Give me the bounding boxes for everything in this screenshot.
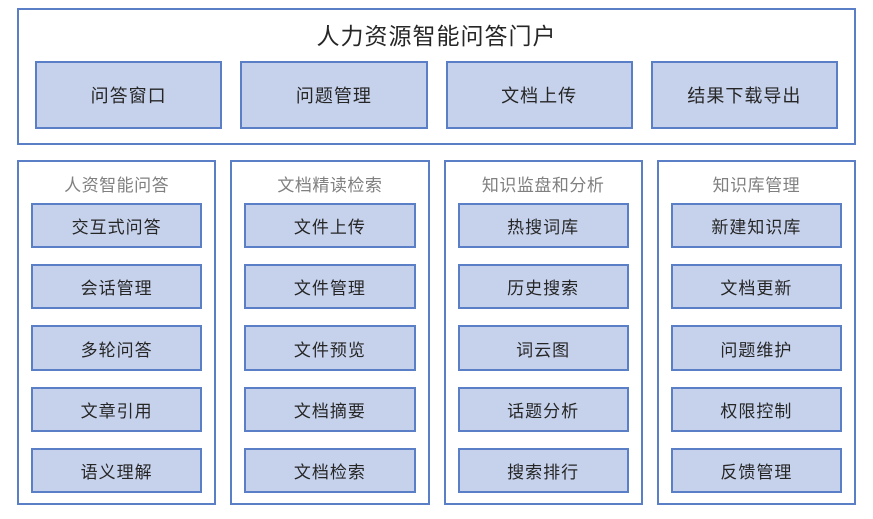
panel-item-label: 交互式问答 [71, 218, 162, 239]
panel-item-file-preview[interactable]: 文件预览 [244, 325, 416, 371]
panel-item-label: 历史搜索 [507, 279, 580, 300]
panel-item-label: 文件预览 [293, 340, 366, 361]
panel-item-label: 新建知识库 [711, 218, 802, 239]
panel-title: 知识监盘和分析 [481, 176, 605, 196]
module-panel-knowledge-monitoring-analysis: 知识监盘和分析 热搜词库 历史搜索 词云图 话题分析 搜索排行 [443, 160, 643, 505]
panel-item-label: 会话管理 [80, 279, 153, 300]
panel-item-label: 搜索排行 [507, 462, 580, 483]
panel-item-session-management[interactable]: 会话管理 [31, 264, 203, 310]
panel-item-search-ranking[interactable]: 搜索排行 [457, 447, 629, 494]
module-panel-knowledge-base-management: 知识库管理 新建知识库 文档更新 问题维护 权限控制 反馈管理 [656, 160, 856, 505]
panel-item-label: 文档更新 [720, 279, 793, 300]
panel-item-label: 文章引用 [80, 401, 153, 422]
nav-button-document-upload[interactable]: 文档上传 [445, 61, 633, 129]
panel-item-list: 文件上传 文件管理 文件预览 文档摘要 文档检索 [244, 203, 416, 494]
panel-item-list: 热搜词库 历史搜索 词云图 话题分析 搜索排行 [457, 203, 629, 494]
panel-item-label: 问题维护 [720, 340, 793, 361]
panel-item-label: 语义理解 [80, 462, 153, 483]
panel-item-label: 话题分析 [507, 401, 580, 422]
panel-item-hot-search-lexicon[interactable]: 热搜词库 [457, 203, 629, 249]
module-panel-document-reading-retrieval: 文档精读检索 文件上传 文件管理 文件预览 文档摘要 文档检索 [230, 160, 430, 505]
panel-title: 文档精读检索 [277, 176, 383, 196]
nav-button-result-download-export[interactable]: 结果下载导出 [650, 61, 838, 129]
panel-item-feedback-management[interactable]: 反馈管理 [670, 447, 842, 494]
panel-item-search-history[interactable]: 历史搜索 [457, 264, 629, 310]
panel-title: 知识库管理 [712, 176, 801, 196]
top-nav-bar: 问答窗口 问题管理 文档上传 结果下载导出 [35, 61, 838, 129]
panel-item-label: 词云图 [516, 340, 571, 361]
page-title: 人力资源智能问答门户 [316, 24, 557, 50]
module-panel-hr-smart-qa: 人资智能问答 交互式问答 会话管理 多轮问答 文章引用 语义理解 [17, 160, 217, 505]
module-columns: 人资智能问答 交互式问答 会话管理 多轮问答 文章引用 语义理解 [17, 160, 856, 505]
panel-item-label: 文档检索 [293, 462, 366, 483]
panel-item-word-cloud[interactable]: 词云图 [457, 325, 629, 371]
panel-item-interactive-qa[interactable]: 交互式问答 [31, 203, 203, 249]
panel-item-create-knowledge-base[interactable]: 新建知识库 [670, 203, 842, 249]
panel-item-file-upload[interactable]: 文件上传 [244, 203, 416, 249]
panel-item-document-retrieval[interactable]: 文档检索 [244, 447, 416, 494]
nav-button-label: 结果下载导出 [687, 86, 802, 108]
nav-button-label: 问答窗口 [90, 86, 167, 108]
panel-item-question-maintenance[interactable]: 问题维护 [670, 325, 842, 371]
nav-button-label: 文档上传 [501, 86, 578, 108]
panel-item-document-summary[interactable]: 文档摘要 [244, 386, 416, 432]
panel-item-multi-turn-qa[interactable]: 多轮问答 [31, 325, 203, 371]
panel-item-label: 权限控制 [720, 401, 793, 422]
panel-item-article-citation[interactable]: 文章引用 [31, 386, 203, 432]
panel-item-list: 交互式问答 会话管理 多轮问答 文章引用 语义理解 [31, 203, 203, 494]
nav-button-qa-window[interactable]: 问答窗口 [35, 61, 223, 129]
panel-item-label: 多轮问答 [80, 340, 153, 361]
panel-item-file-management[interactable]: 文件管理 [244, 264, 416, 310]
panel-item-label: 反馈管理 [720, 462, 793, 483]
portal-header-block: 人力资源智能问答门户 问答窗口 问题管理 文档上传 结果下载导出 [17, 8, 856, 145]
nav-button-label: 问题管理 [295, 86, 372, 108]
nav-button-question-management[interactable]: 问题管理 [240, 61, 428, 129]
panel-item-permission-control[interactable]: 权限控制 [670, 386, 842, 432]
panel-item-topic-analysis[interactable]: 话题分析 [457, 386, 629, 432]
panel-item-label: 文件管理 [293, 279, 366, 300]
panel-item-label: 热搜词库 [507, 218, 580, 239]
panel-item-semantic-understanding[interactable]: 语义理解 [31, 447, 203, 494]
panel-item-label: 文件上传 [293, 218, 366, 239]
panel-title: 人资智能问答 [64, 176, 170, 196]
panel-item-list: 新建知识库 文档更新 问题维护 权限控制 反馈管理 [670, 203, 842, 494]
panel-item-label: 文档摘要 [293, 401, 366, 422]
panel-item-document-update[interactable]: 文档更新 [670, 264, 842, 310]
